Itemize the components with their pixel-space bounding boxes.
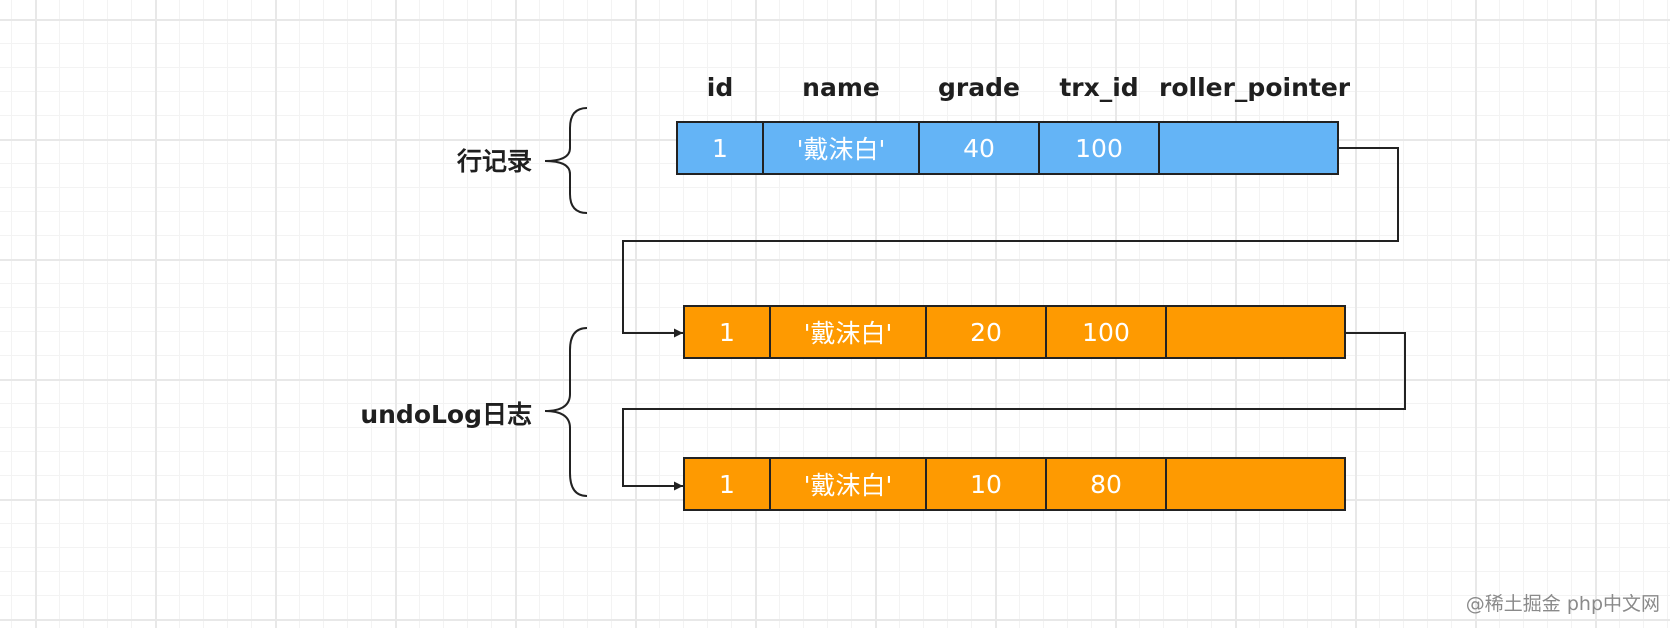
row-record-label: 行记录	[456, 147, 532, 176]
cell-id: 1	[685, 307, 771, 357]
column-header-grade: grade	[938, 73, 1020, 102]
cell-trx-id: 100	[1047, 307, 1167, 357]
brace-row-record	[544, 107, 588, 214]
undo-log-record: 1 '戴沫白' 20 100	[683, 305, 1346, 359]
pointer-arrow-to-undo-1	[622, 147, 1399, 338]
column-header-roller-pointer: roller_pointer	[1159, 73, 1351, 102]
cell-trx-id: 100	[1040, 123, 1160, 173]
brace-undo-log	[544, 327, 588, 497]
row-record: 1 '戴沫白' 40 100	[676, 121, 1339, 175]
undo-log-record: 1 '戴沫白' 10 80	[683, 457, 1346, 511]
pointer-arrow-to-undo-2	[622, 332, 1406, 491]
cell-name: '戴沫白'	[771, 459, 927, 509]
watermark: @稀土掘金 php中文网	[1465, 593, 1660, 615]
cell-id: 1	[685, 459, 771, 509]
cell-name: '戴沫白'	[771, 307, 927, 357]
cell-grade: 20	[927, 307, 1047, 357]
undo-log-label: undoLog日志	[360, 400, 532, 429]
cell-trx-id: 80	[1047, 459, 1167, 509]
column-header-id: id	[706, 73, 734, 102]
cell-name: '戴沫白'	[764, 123, 920, 173]
cell-grade: 40	[920, 123, 1040, 173]
cell-id: 1	[678, 123, 764, 173]
column-header-name: name	[802, 73, 880, 102]
column-header-trx-id: trx_id	[1059, 73, 1139, 102]
cell-grade: 10	[927, 459, 1047, 509]
